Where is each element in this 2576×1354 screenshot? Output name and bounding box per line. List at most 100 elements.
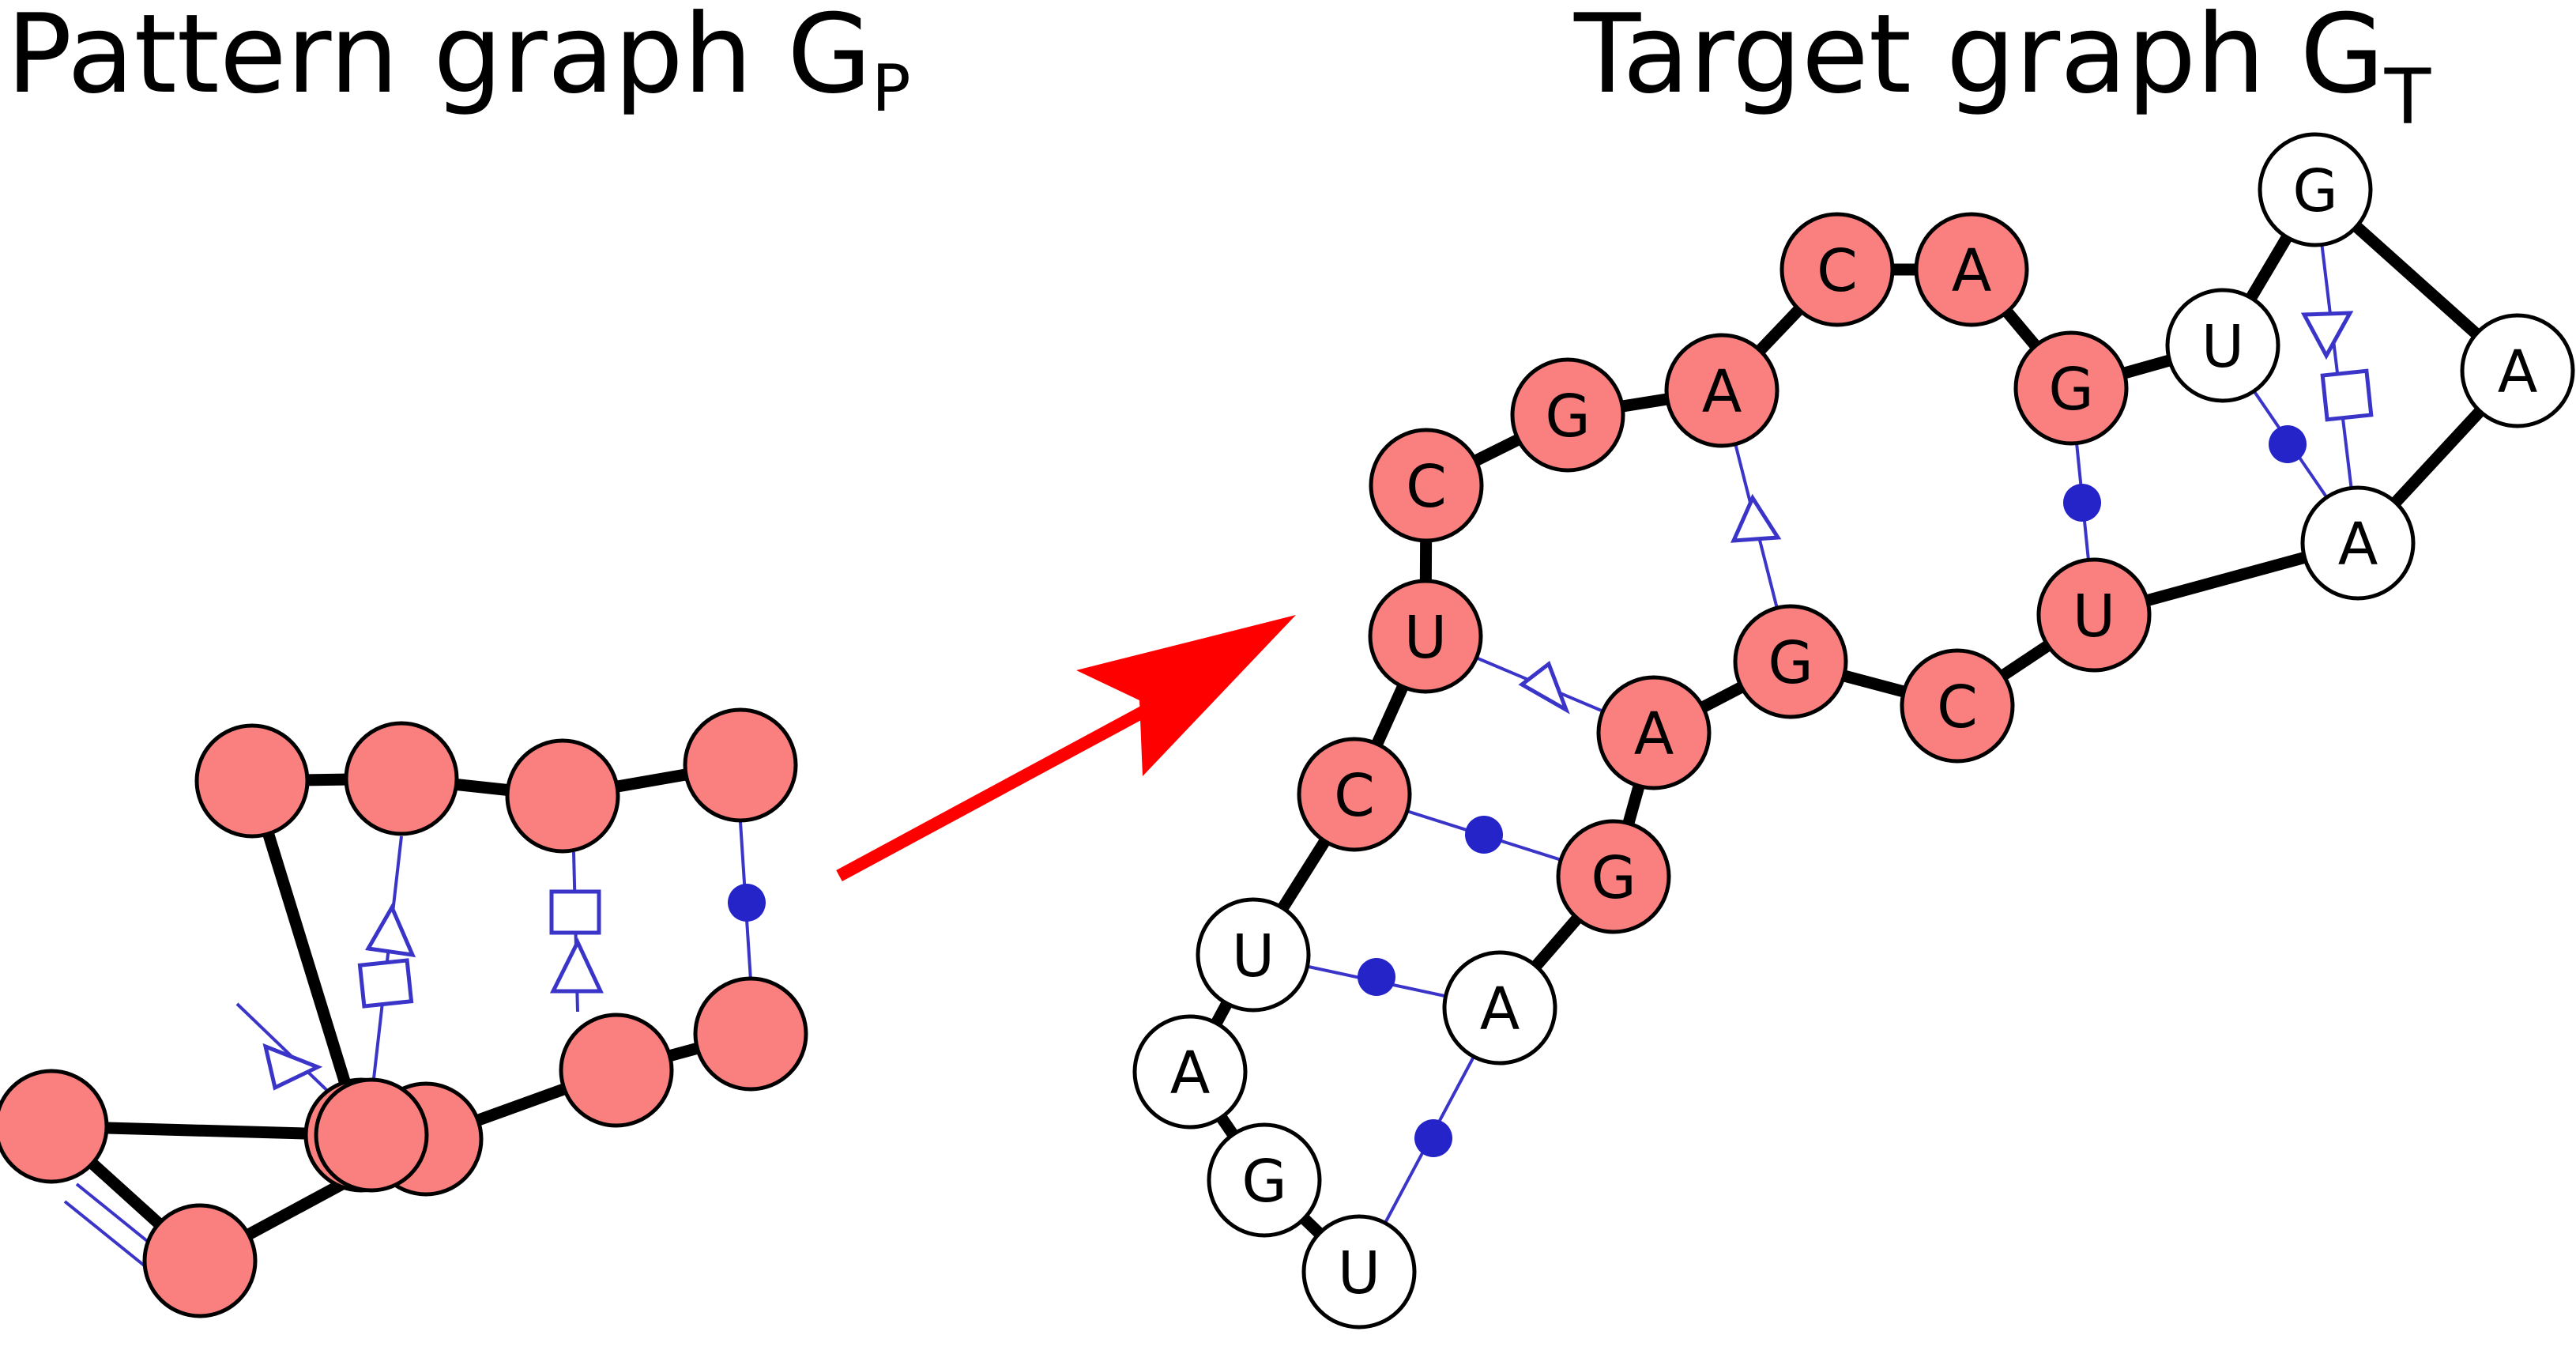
target-node-label: U — [1404, 604, 1447, 672]
target-node-label: G — [2292, 157, 2337, 225]
target-node-label: A — [1702, 358, 1742, 426]
pair-dot — [1414, 1119, 1452, 1157]
pattern-graph — [0, 707, 808, 1318]
pair-triangle-icon — [1518, 660, 1570, 715]
target-node: U — [1301, 1214, 1417, 1329]
pattern-node — [505, 738, 620, 854]
target-node-circle — [2460, 313, 2575, 428]
target-node-label: U — [1232, 922, 1275, 990]
target-node-label: A — [2498, 338, 2538, 406]
target-title-main: Target graph G — [1574, 0, 2385, 118]
target-node-label: C — [1817, 237, 1858, 305]
target-node-circle — [1733, 604, 1848, 719]
target-node: G — [2258, 132, 2373, 247]
target-node: A — [1596, 675, 1712, 790]
target-node-circle — [1664, 333, 1779, 448]
target-node-circle — [1596, 675, 1712, 790]
target-node: U — [1368, 579, 1483, 694]
target-node: A — [1664, 333, 1779, 448]
target-node: U — [2165, 288, 2280, 403]
pattern-title-main: Pattern graph G — [6, 0, 872, 118]
target-node-label: A — [1634, 700, 1674, 768]
target-node-circle — [1510, 357, 1625, 473]
target-node: A — [1132, 1014, 1248, 1130]
target-node-circle — [1301, 1214, 1417, 1329]
target-node-label: U — [1338, 1239, 1380, 1307]
pair-line — [2314, 189, 2359, 544]
target-node: G — [2013, 330, 2129, 446]
target-node: C — [1297, 737, 1412, 852]
pattern-node — [344, 721, 459, 836]
target-node-circle — [1207, 1122, 1322, 1238]
target-node-label: G — [1591, 844, 1636, 912]
pattern-node — [559, 1013, 674, 1128]
target-graph-title: Target graph GT — [1574, 0, 2431, 152]
target-node: C — [1779, 212, 1895, 327]
target-node-label: U — [2201, 313, 2244, 381]
pair-dot — [1358, 958, 1395, 996]
target-node-label: G — [1768, 629, 1813, 697]
target-node: G — [1510, 357, 1625, 473]
backbone-edge — [246, 779, 367, 1137]
target-node-circle — [1368, 579, 1483, 694]
target-node-circle — [2258, 132, 2373, 247]
pair-square-icon — [2320, 368, 2374, 422]
pair-dot — [728, 884, 766, 922]
target-node-label: A — [1952, 237, 1992, 305]
target-node-label: U — [2073, 583, 2115, 651]
target-node-circle — [1914, 212, 2029, 327]
target-node: A — [1442, 950, 1557, 1065]
pattern-graph-title: Pattern graph GP — [6, 0, 911, 144]
target-node-label: A — [2338, 511, 2378, 579]
target-node-label: G — [1545, 383, 1590, 451]
pair-triangle-icon — [1731, 493, 1782, 543]
target-node: G — [1556, 819, 1671, 934]
target-node-label: C — [1406, 453, 1447, 521]
pair-square-icon — [357, 958, 414, 1009]
target-node-circle — [1132, 1014, 1248, 1130]
target-node: A — [2460, 313, 2575, 428]
pattern-node — [693, 976, 808, 1092]
target-node-circle — [1556, 819, 1671, 934]
target-node: U — [2036, 557, 2152, 673]
pair-dot — [2269, 425, 2307, 463]
target-node-circle — [2013, 330, 2129, 446]
target-node-label: G — [2048, 356, 2093, 424]
pair-triangle-icon — [364, 903, 416, 958]
pattern-node — [142, 1203, 258, 1318]
target-node-label: A — [1170, 1039, 1211, 1107]
target-node-label: A — [1480, 975, 1520, 1043]
target-node: C — [1369, 428, 1484, 543]
pair-line — [235, 1002, 341, 1104]
target-node: A — [1914, 212, 2029, 327]
pair-triangle-icon — [262, 1043, 323, 1091]
target-node: C — [1900, 648, 2015, 764]
target-node-circle — [1369, 428, 1484, 543]
pair-triangle-icon — [549, 937, 604, 994]
pattern-node — [194, 723, 310, 839]
match-arrow-head — [1076, 615, 1296, 776]
target-node: G — [1733, 604, 1848, 719]
target-node-circle — [1297, 737, 1412, 852]
target-node-circle — [1779, 212, 1895, 327]
target-node-circle — [1442, 950, 1557, 1065]
target-node-circle — [2300, 485, 2416, 601]
target-node-circle — [2036, 557, 2152, 673]
pair-dot — [2063, 484, 2101, 522]
pair-square-icon — [549, 889, 601, 935]
target-node-label: C — [1937, 673, 1978, 741]
target-node-label: C — [1334, 762, 1375, 830]
pair-dot — [1465, 816, 1503, 854]
target-node-circle — [1900, 648, 2015, 764]
pattern-node — [683, 707, 798, 823]
target-node-circle — [1196, 897, 1311, 1013]
pattern-title-subscript: P — [872, 51, 911, 126]
target-node-label: G — [1241, 1148, 1286, 1216]
target-title-subscript: T — [2384, 53, 2431, 141]
target-node-circle — [2165, 288, 2280, 403]
pattern-node — [314, 1077, 429, 1193]
pattern-node — [0, 1069, 109, 1184]
pair-triangle-icon — [2300, 311, 2354, 360]
